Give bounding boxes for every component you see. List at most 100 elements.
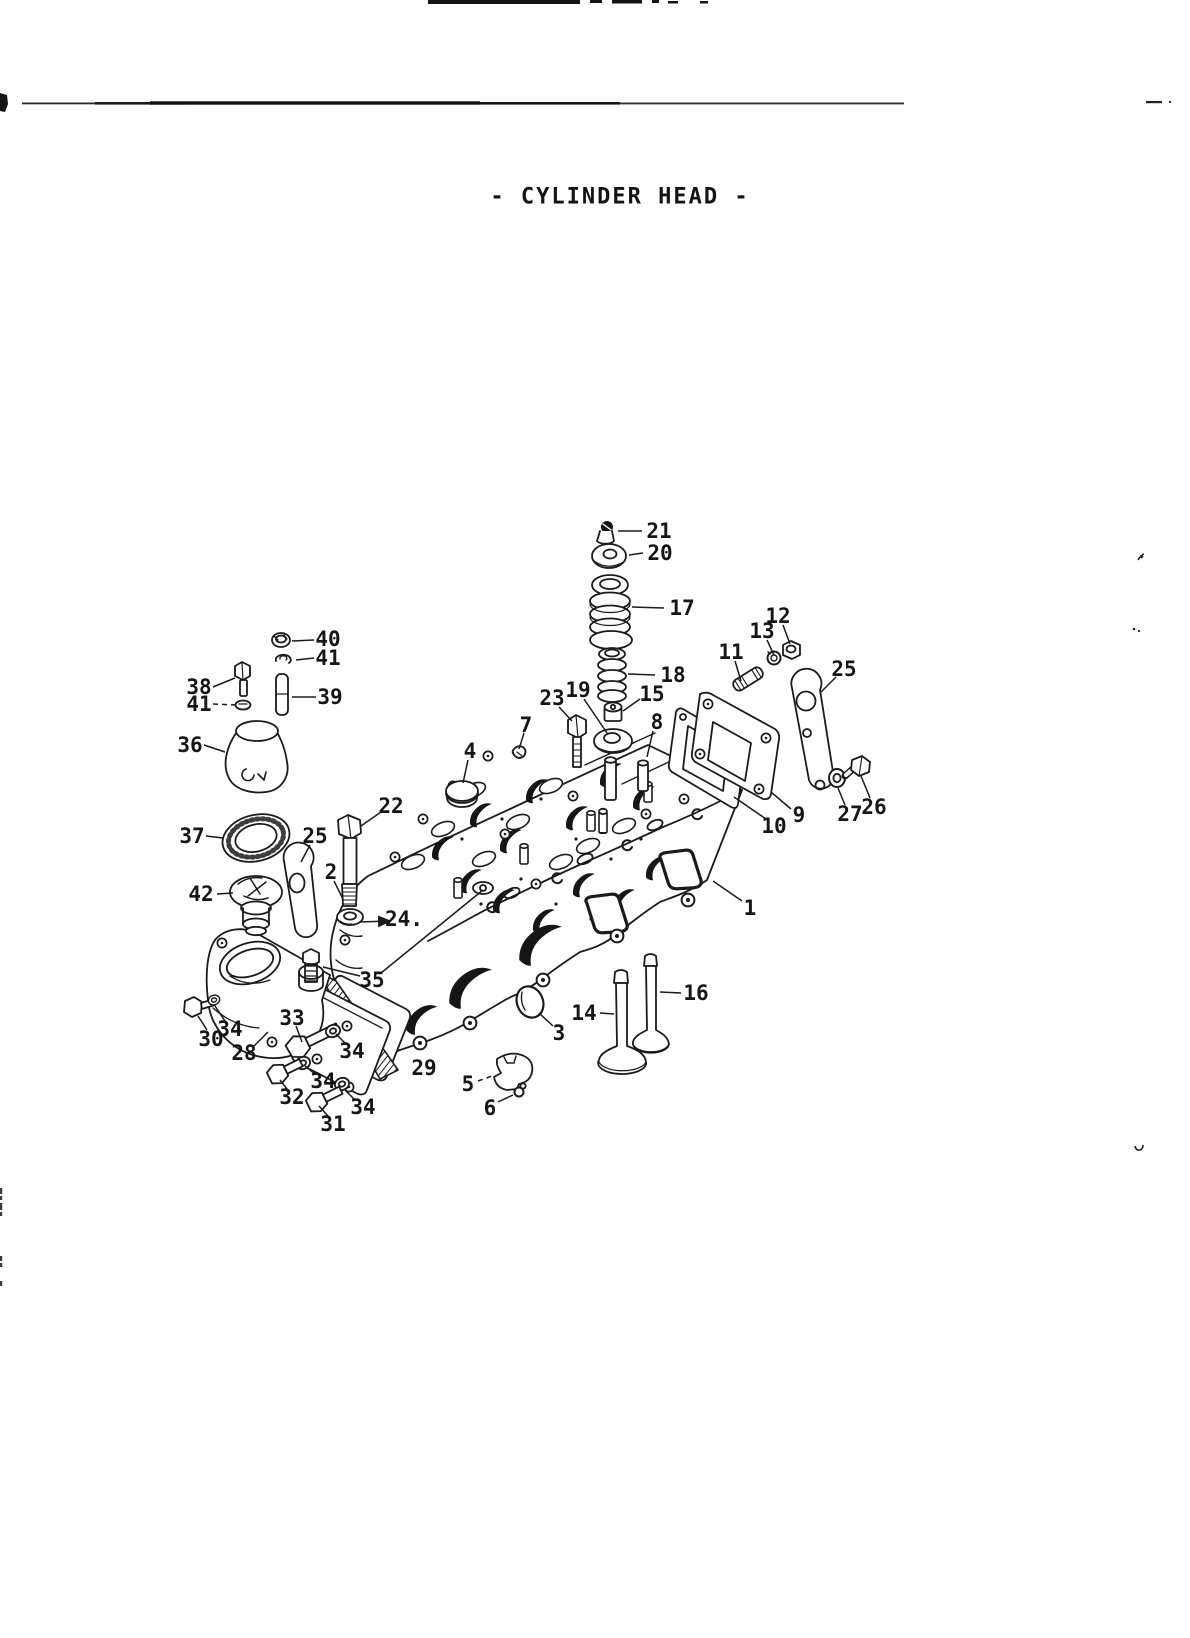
leader-line [599,1012,615,1015]
leader-line [253,1031,269,1047]
callout-10: 10 [761,814,786,838]
callout-41: 41 [315,646,340,670]
callout-2: 2 [325,860,338,884]
callout-34: 34 [217,1017,242,1041]
callout-26: 26 [861,795,886,819]
part-18-inner-valve-spring [597,647,627,703]
part-9-gasket [690,691,781,801]
callout-11: 11 [718,640,743,664]
part-20-spring-retainer [591,543,627,569]
leader-line [782,624,791,645]
leader-line [477,1074,496,1082]
callout-6: 6 [484,1096,497,1120]
part-38-bolt [234,661,251,697]
callout-40: 40 [315,627,340,651]
part-16-valve [632,953,670,1054]
leader-line [631,606,665,609]
callout-29: 29 [411,1056,436,1080]
callout-32: 32 [279,1085,304,1109]
callout-8: 8 [651,710,664,734]
callout-38: 38 [186,675,211,699]
leader-line [304,1065,316,1075]
leader-line [646,730,654,758]
leader-line [538,1012,554,1027]
callout-17: 17 [669,596,694,620]
leader-line [734,660,742,682]
callout-9: 9 [793,803,806,827]
callout-21: 21 [646,519,671,543]
part-17-outer-valve-spring [589,574,633,650]
callout-42: 42 [188,882,213,906]
callout-18: 18 [660,663,685,687]
callout-14: 14 [571,1001,596,1025]
leader-line [197,1015,208,1031]
leader-line [344,1089,356,1101]
callout-22: 22 [378,794,403,818]
leader-line [819,676,837,694]
part-19-spring-seat [593,728,633,754]
stud-boss-35 [472,881,494,895]
callout-37: 37 [179,824,204,848]
callout-20: 20 [647,541,672,565]
callout-25: 25 [831,657,856,681]
part-32-bolt [265,1058,304,1085]
callout-31: 31 [320,1112,345,1136]
part-28-thermostat-housing [205,928,331,1059]
callout-41: 41 [186,692,211,716]
callout-3: 3 [553,1021,566,1045]
part-5-plate [493,1052,534,1091]
leader-line [205,835,224,839]
part-25-bracket-right [790,667,835,791]
leader-line [659,991,682,994]
leader-line [712,880,743,902]
leader-line [216,892,234,895]
callout-28: 28 [231,1041,256,1065]
callout-layer: 2120171815192387422121311259102627116143… [177,519,886,1136]
part-37-gasket [221,813,291,863]
part-41-lock-washer-lower [234,699,252,711]
leader-line [295,657,315,661]
callout-34: 34 [339,1039,364,1063]
part-14-valve [597,969,647,1075]
leader-line [622,698,641,712]
part-42-thermostat [229,875,283,937]
leader-line [318,1105,329,1117]
part-21-valve-keeper [596,521,615,545]
leader-line [333,880,344,900]
callout-34: 34 [310,1069,335,1093]
part-25-bracket-left [282,841,319,939]
callout-27: 27 [837,802,862,826]
leader-line [291,639,315,642]
leader-line [203,744,226,753]
leader-line [358,915,392,928]
bolt-hole-boss-24 [336,908,364,926]
callout-39: 39 [317,685,342,709]
callout-36: 36 [177,733,202,757]
part-6-ring [513,1086,525,1098]
callout-33: 33 [279,1006,304,1030]
part-26-bolt [841,755,871,780]
callout-16: 16 [683,981,708,1005]
part-22-head-bolt [337,814,362,907]
part-12-nut [782,640,801,660]
leader-line [497,1094,514,1103]
leader-line [295,1025,303,1043]
callout-30: 30 [198,1027,223,1051]
callout-4: 4 [464,739,477,763]
callout-25: 25 [302,824,327,848]
leader-line [462,759,469,784]
leader-line [837,787,846,806]
part-27-washer [828,768,846,788]
part-35-stud [298,948,324,992]
callout-35: 35 [359,968,384,992]
scan-artifacts [0,0,1172,1286]
part-13-lock-washer [766,650,782,666]
part-40-nut [271,632,291,648]
leader-line [360,811,382,827]
callout-23: 23 [539,686,564,710]
leader-line [518,732,525,750]
callout-13: 13 [749,619,774,643]
callout-19: 19 [565,678,590,702]
